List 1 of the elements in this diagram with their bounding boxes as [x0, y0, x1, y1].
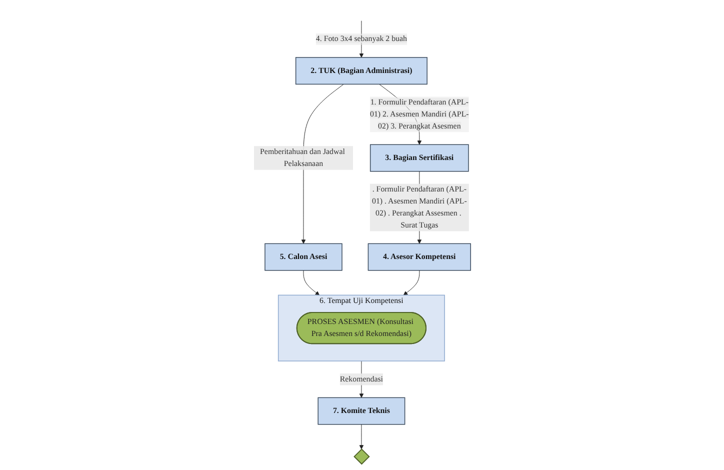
node-diamond	[353, 448, 370, 465]
